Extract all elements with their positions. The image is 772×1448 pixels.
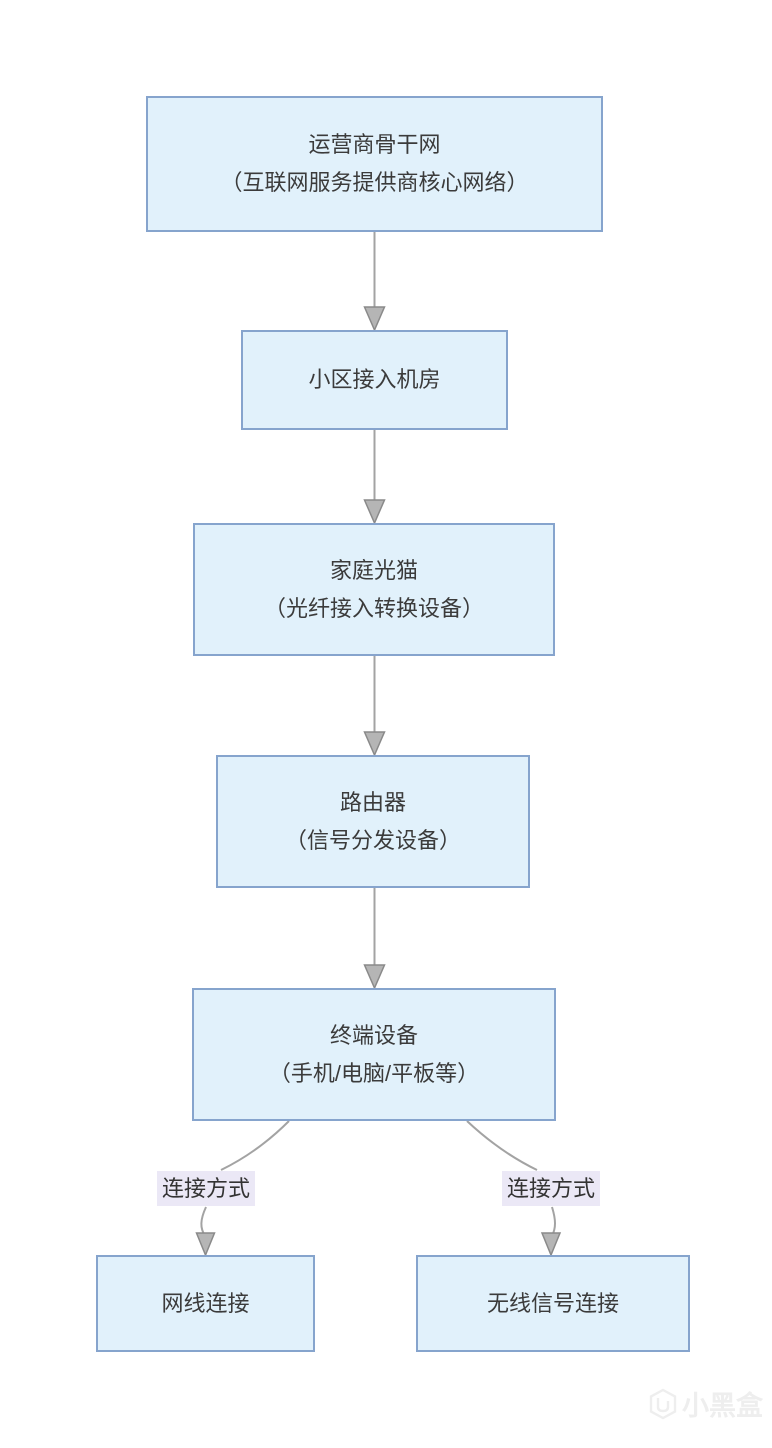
edge-terminal-to-wired-lower xyxy=(200,1206,207,1237)
node-home-modem: 家庭光猫 （光纤接入转换设备） xyxy=(193,523,555,656)
edge-terminal-to-wireless-lower xyxy=(551,1206,556,1237)
edge-terminal-to-wired-upper xyxy=(220,1120,290,1171)
node-router: 路由器 （信号分发设备） xyxy=(216,755,530,888)
edge-label-connection-method-left: 连接方式 xyxy=(156,1171,256,1206)
node-wireless-connection-title: 无线信号连接 xyxy=(486,1290,619,1316)
node-isp-backbone: 运营商骨干网 （互联网服务提供商核心网络） xyxy=(146,96,603,232)
node-router-subtitle: （信号分发设备） xyxy=(284,827,461,853)
watermark-text: 小黑盒 xyxy=(682,1391,763,1421)
node-router-title: 路由器 xyxy=(339,789,406,815)
node-access-room: 小区接入机房 xyxy=(241,330,508,430)
node-isp-backbone-subtitle: （互联网服务提供商核心网络） xyxy=(220,170,529,195)
node-wired-connection-title: 网线连接 xyxy=(161,1290,250,1316)
arrowhead-to-terminal xyxy=(363,964,386,990)
node-wired-connection: 网线连接 xyxy=(96,1255,315,1352)
node-wireless-connection: 无线信号连接 xyxy=(416,1255,690,1352)
node-terminal-devices-subtitle: （手机/电脑/平板等） xyxy=(268,1060,480,1086)
node-home-modem-title: 家庭光猫 xyxy=(329,557,418,583)
watermark: 小黑盒 xyxy=(648,1384,763,1423)
arrowhead-to-modem xyxy=(363,499,386,525)
edge-terminal-to-wireless-upper xyxy=(466,1120,538,1171)
arrowhead-to-wireless xyxy=(540,1232,562,1257)
node-access-room-title: 小区接入机房 xyxy=(308,367,441,392)
arrowhead-to-wired xyxy=(195,1232,216,1257)
arrowhead-to-accessroom xyxy=(363,306,386,332)
node-isp-backbone-title: 运营商骨干网 xyxy=(308,132,441,157)
edge-label-connection-method-right: 连接方式 xyxy=(501,1171,601,1206)
node-terminal-devices: 终端设备 （手机/电脑/平板等） xyxy=(192,988,556,1121)
node-home-modem-subtitle: （光纤接入转换设备） xyxy=(263,595,484,621)
node-terminal-devices-title: 终端设备 xyxy=(329,1022,418,1048)
xiaoheihe-logo-icon xyxy=(649,1388,677,1419)
arrowhead-to-router xyxy=(363,731,386,757)
